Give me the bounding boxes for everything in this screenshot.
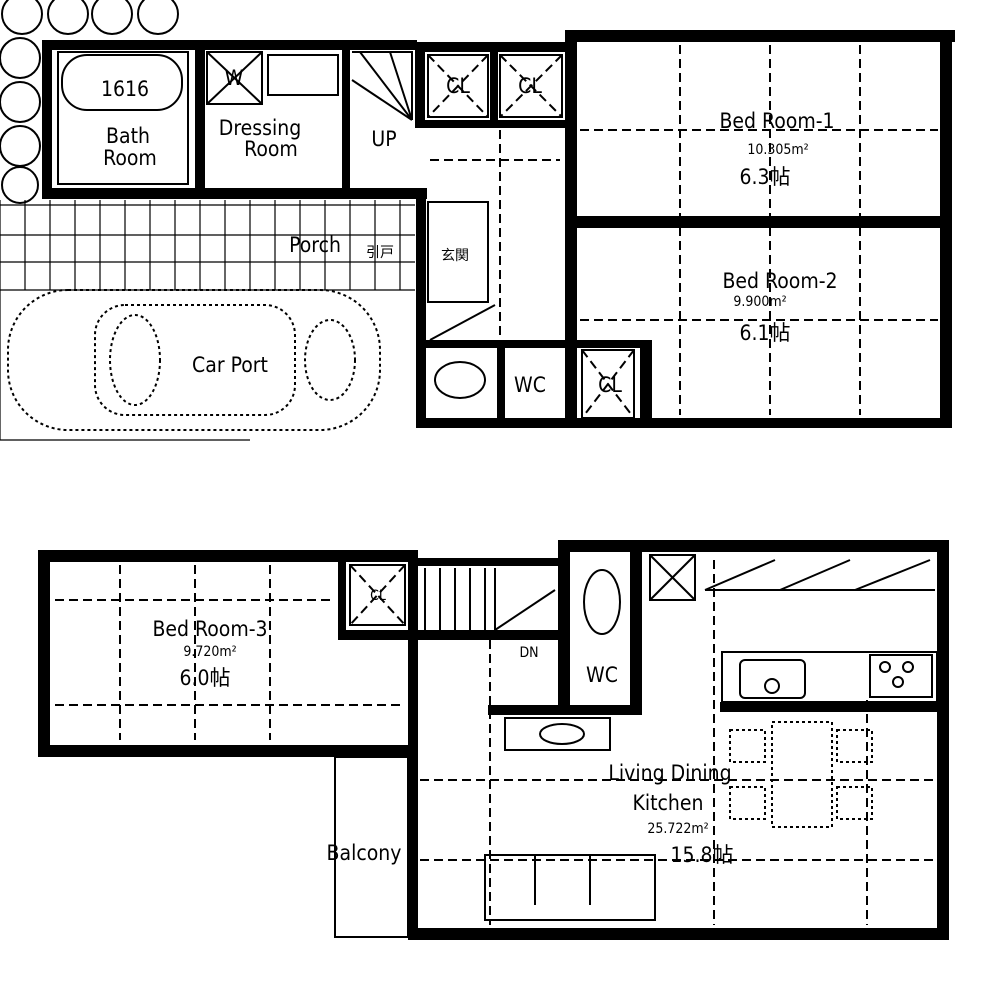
trees-icon — [0, 0, 179, 204]
entrance-label: 玄関 — [441, 247, 469, 264]
floor2-walls — [38, 540, 949, 940]
wc-label: WC — [586, 663, 618, 687]
floor2-labels: Bed Room-3 9.720m² 6.0帖 CL DN WC Living … — [152, 588, 733, 867]
bathtub-size-label: 1616 — [101, 77, 149, 101]
closet-1-label: CL — [446, 74, 470, 98]
bed-room-1-name: Bed Room-1 — [719, 109, 834, 133]
sliding-door-label: 引戸 — [366, 245, 394, 261]
bed-room-3-area: 9.720m² — [183, 644, 236, 660]
bed-room-1-tatami: 6.3帖 — [739, 165, 790, 189]
floor1-walls — [42, 30, 955, 428]
floor1-grid — [430, 45, 938, 415]
closet-label: CL — [370, 588, 386, 604]
car-port-label: Car Port — [192, 353, 268, 377]
bed-room-2-area: 9.900m² — [733, 294, 786, 310]
bed-room-1-area: 10.305m² — [747, 142, 808, 158]
dressing-room-label-line1: Dressing — [219, 116, 301, 140]
dressing-room-label-line2: Room — [244, 137, 298, 161]
bed-room-2-name: Bed Room-2 — [722, 269, 837, 293]
balcony-label: Balcony — [327, 841, 402, 865]
closet-3-label: CL — [598, 373, 622, 397]
bed-room-3-name: Bed Room-3 — [152, 617, 267, 641]
porch-paving — [0, 200, 415, 441]
bath-room-label-line1: Bath — [106, 124, 150, 148]
floor2-grid — [55, 560, 935, 925]
ldk-name-line2: Kitchen — [632, 791, 703, 815]
stairs-up-label: UP — [371, 127, 396, 151]
ldk-tatami: 15.8帖 — [670, 843, 733, 867]
floor1-labels: 1616 Bath Room W Dressing Room UP CL CL … — [101, 66, 838, 397]
porch-label: Porch — [289, 233, 341, 257]
bed-room-2-tatami: 6.1帖 — [739, 321, 790, 345]
ldk-name-line1: Living Dining — [608, 761, 731, 785]
closet-2-label: CL — [518, 74, 542, 98]
wc-label: WC — [514, 373, 546, 397]
washer-label: W — [225, 66, 244, 90]
stairs-down-label: DN — [519, 645, 538, 661]
ldk-area: 25.722m² — [647, 821, 708, 837]
bed-room-3-tatami: 6.0帖 — [179, 666, 230, 690]
car-icon — [7, 289, 381, 431]
bath-room-label-line2: Room — [103, 146, 157, 170]
